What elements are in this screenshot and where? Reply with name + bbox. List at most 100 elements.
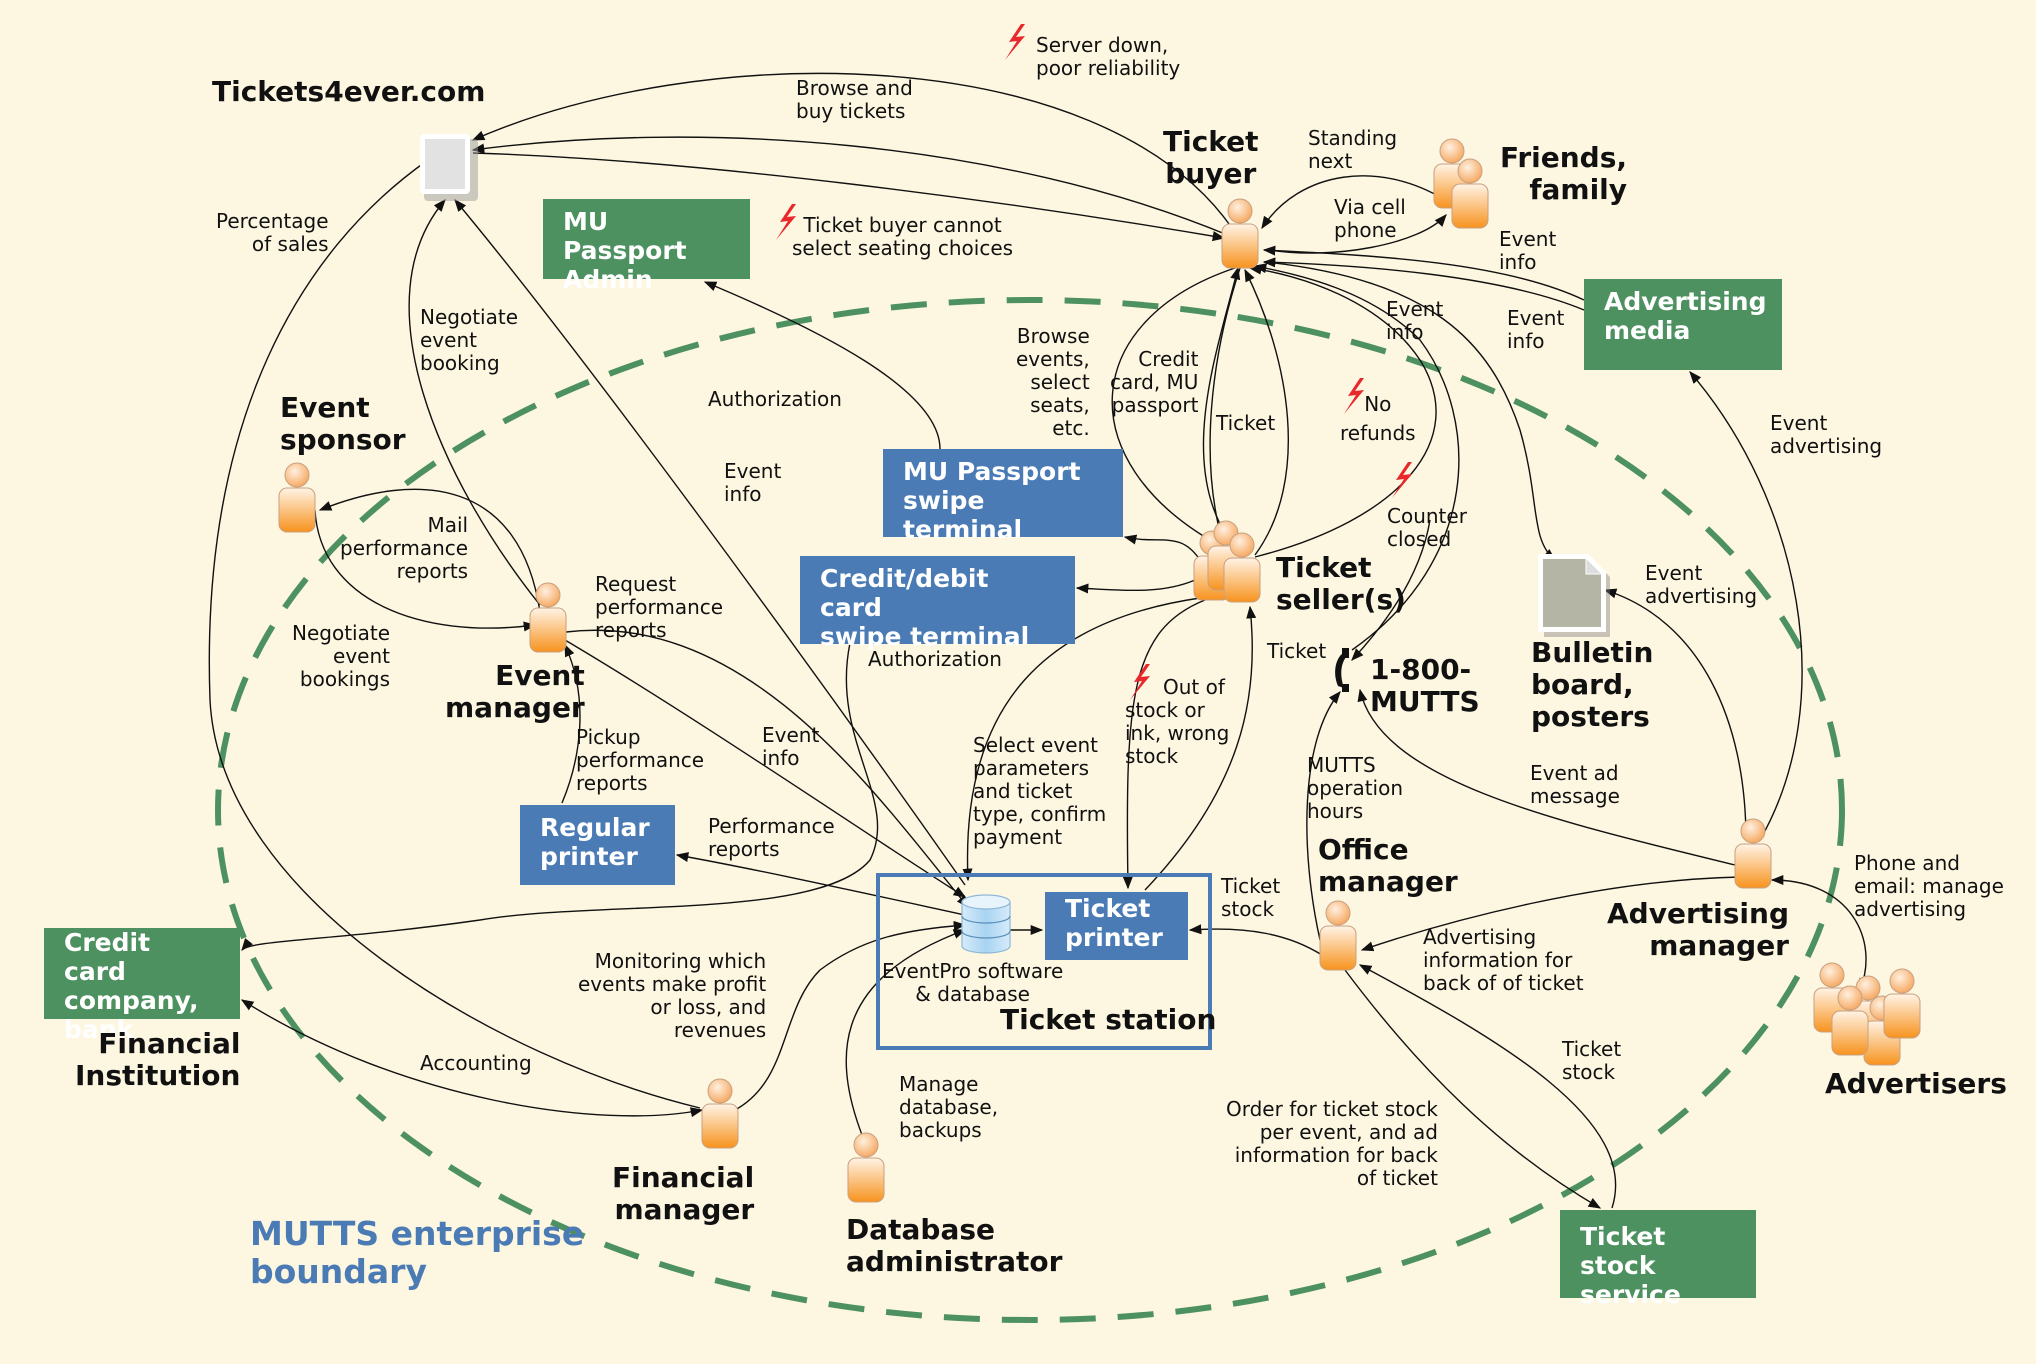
tickets4ever-label: Tickets4ever.com — [212, 75, 486, 108]
ticket-seller-person-icon — [1223, 532, 1261, 603]
problem-bolt-icon — [776, 204, 796, 240]
advertiser-person-icon — [1883, 968, 1921, 1039]
link-mail-reports — [318, 488, 541, 613]
event-sponsor-person-icon — [278, 462, 316, 533]
flow-ticket-stock-top: Ticket stock — [1221, 874, 1281, 921]
office-manager-person-icon — [1319, 900, 1357, 971]
flow-credit-card-mu-passport: Credit card, MU passport — [1110, 347, 1199, 417]
enterprise-boundary — [215, 297, 1845, 1323]
advertising-manager-person-icon — [1734, 818, 1772, 889]
link-monitoring — [734, 920, 967, 1111]
flow-negotiate-event-bookings: Negotiate event bookings — [292, 621, 390, 691]
flow-event-info-bulletin: Event info — [1507, 306, 1565, 353]
flow-event-advertising-media: Event advertising — [1770, 411, 1883, 458]
link-server-down — [471, 72, 1233, 229]
flow-request-performance-reports: Request performance reports — [595, 572, 724, 642]
link-advertising-info — [1360, 876, 1741, 952]
credit-debit-swipe-terminal-box: Credit/debit card swipe terminal — [800, 556, 1075, 651]
flow-standing-next: Standing next — [1308, 126, 1398, 173]
flow-browse-events: Browse events, select seats, etc. — [1016, 324, 1090, 440]
office-manager-label: Office manager — [1318, 833, 1458, 898]
database-icon — [961, 894, 1011, 954]
financial-manager-person-icon — [701, 1078, 739, 1149]
flow-event-info-friends: Event info — [1499, 227, 1557, 274]
link-counter-closed — [1248, 264, 1437, 558]
problem-bolt-icon — [1344, 378, 1364, 414]
link-browse-events — [1111, 267, 1236, 544]
event-sponsor-label: Event sponsor — [280, 391, 406, 456]
ticket-buyer-person-icon — [1221, 198, 1259, 269]
ticket-buyer-label: Ticket buyer — [1163, 125, 1259, 190]
flow-manage-database: Manage database, backups — [899, 1072, 999, 1142]
database-administrator-label: Database administrator — [846, 1213, 1063, 1278]
family-person-icon — [1451, 158, 1489, 229]
flow-negotiate-booking: Negotiate event booking — [420, 305, 518, 375]
link-ticket-stock-bottom — [1358, 964, 1617, 1209]
link-media-buyer-1 — [1262, 245, 1585, 301]
credit-card-company-box: Credit card company, bank — [44, 928, 240, 1044]
flow-monitoring-profit: Monitoring which events make profit or l… — [578, 949, 767, 1042]
financial-manager-label: Financial manager — [612, 1161, 755, 1226]
flow-event-ad-message: Event ad message — [1530, 761, 1620, 808]
flow-percentage-sales: Percentage of sales — [216, 209, 329, 256]
event-manager-person-icon — [529, 582, 567, 653]
flow-pickup-performance-reports: Pickup performance reports — [576, 725, 705, 795]
flow-order-ticket-stock: Order for ticket stock per event, and ad… — [1226, 1097, 1438, 1190]
problem-server-down: Server down, poor reliability — [1036, 33, 1181, 80]
website-document-icon — [420, 134, 478, 201]
problem-no-refunds: No refunds — [1340, 392, 1416, 445]
link-performance-reports — [675, 852, 966, 916]
flow-via-cell-phone: Via cell phone — [1334, 195, 1406, 242]
flow-event-advertising-bulletin: Event advertising — [1645, 561, 1758, 608]
flow-authorization-top: Authorization — [708, 387, 842, 411]
advertising-media-box: Advertising media — [1584, 279, 1782, 370]
flow-authorization-bottom: Authorization — [868, 647, 1002, 671]
link-via-cell — [1269, 214, 1447, 254]
link-event-ad-message — [1357, 688, 1736, 866]
link-negotiate-bookings — [314, 509, 537, 632]
ticket-sellers-label: Ticket seller(s) — [1276, 551, 1406, 616]
link-event-info-site — [454, 199, 966, 886]
mu-passport-swipe-terminal-box: MU Passport swipe terminal — [883, 449, 1123, 544]
link-no-refunds — [1244, 268, 1289, 556]
link-manage-db — [845, 929, 967, 1151]
link-negotiate-booking — [408, 199, 541, 606]
problem-bolt-icon — [1005, 24, 1025, 60]
bulletin-document-icon — [1538, 554, 1610, 637]
link-pickup-reports — [561, 643, 581, 804]
advertising-manager-label: Advertising manager — [1607, 897, 1789, 962]
link-ticket-phone — [1351, 519, 1431, 661]
link-authorization-top — [703, 281, 941, 450]
flow-advertising-information: Advertising information for back of of t… — [1423, 925, 1584, 995]
link-seller-credit-swipe — [1075, 579, 1196, 594]
link-event-advertising-bulletin — [1603, 588, 1747, 841]
ticket-stock-service-box: Ticket stock service — [1560, 1210, 1756, 1309]
flow-ticket-stock-bottom: Ticket stock — [1562, 1037, 1622, 1084]
friends-family-label: Friends, family — [1500, 141, 1628, 206]
problem-counter-closed: Counter closed — [1387, 504, 1467, 551]
phone-line-label: 1-800- MUTTS — [1370, 653, 1480, 718]
regular-printer-box: Regular printer — [520, 805, 675, 885]
telephone-icon — [1335, 648, 1349, 692]
link-buyer-to-site — [472, 152, 1226, 242]
flow-event-info-center: Event info — [762, 723, 820, 770]
flow-event-info-buyer: Event info — [1386, 297, 1444, 344]
bulletin-board-label: Bulletin board, posters — [1531, 636, 1654, 733]
flow-ticket-mid: Ticket — [1216, 411, 1276, 435]
flow-accounting: Accounting — [420, 1051, 532, 1075]
ticket-station-label: Ticket station — [1000, 1003, 1217, 1036]
flow-mutts-operation-hours: MUTTS operation hours — [1307, 753, 1404, 823]
link-event-info-center — [564, 639, 967, 898]
advertiser-person-icon — [1831, 985, 1869, 1056]
link-standing-next — [1261, 175, 1446, 230]
database-admin-person-icon — [847, 1132, 885, 1203]
link-browse-buy — [471, 136, 1231, 237]
link-authorization-bottom — [241, 642, 879, 951]
flow-event-info-site: Event info — [724, 459, 782, 506]
link-phone-email — [1770, 874, 1869, 992]
problem-bolt-icon — [1130, 664, 1150, 700]
link-media-buyer-2 — [1262, 257, 1585, 311]
flow-browse-buy: Browse and buy tickets — [796, 76, 913, 123]
ticket-station-frame — [876, 873, 1212, 1050]
